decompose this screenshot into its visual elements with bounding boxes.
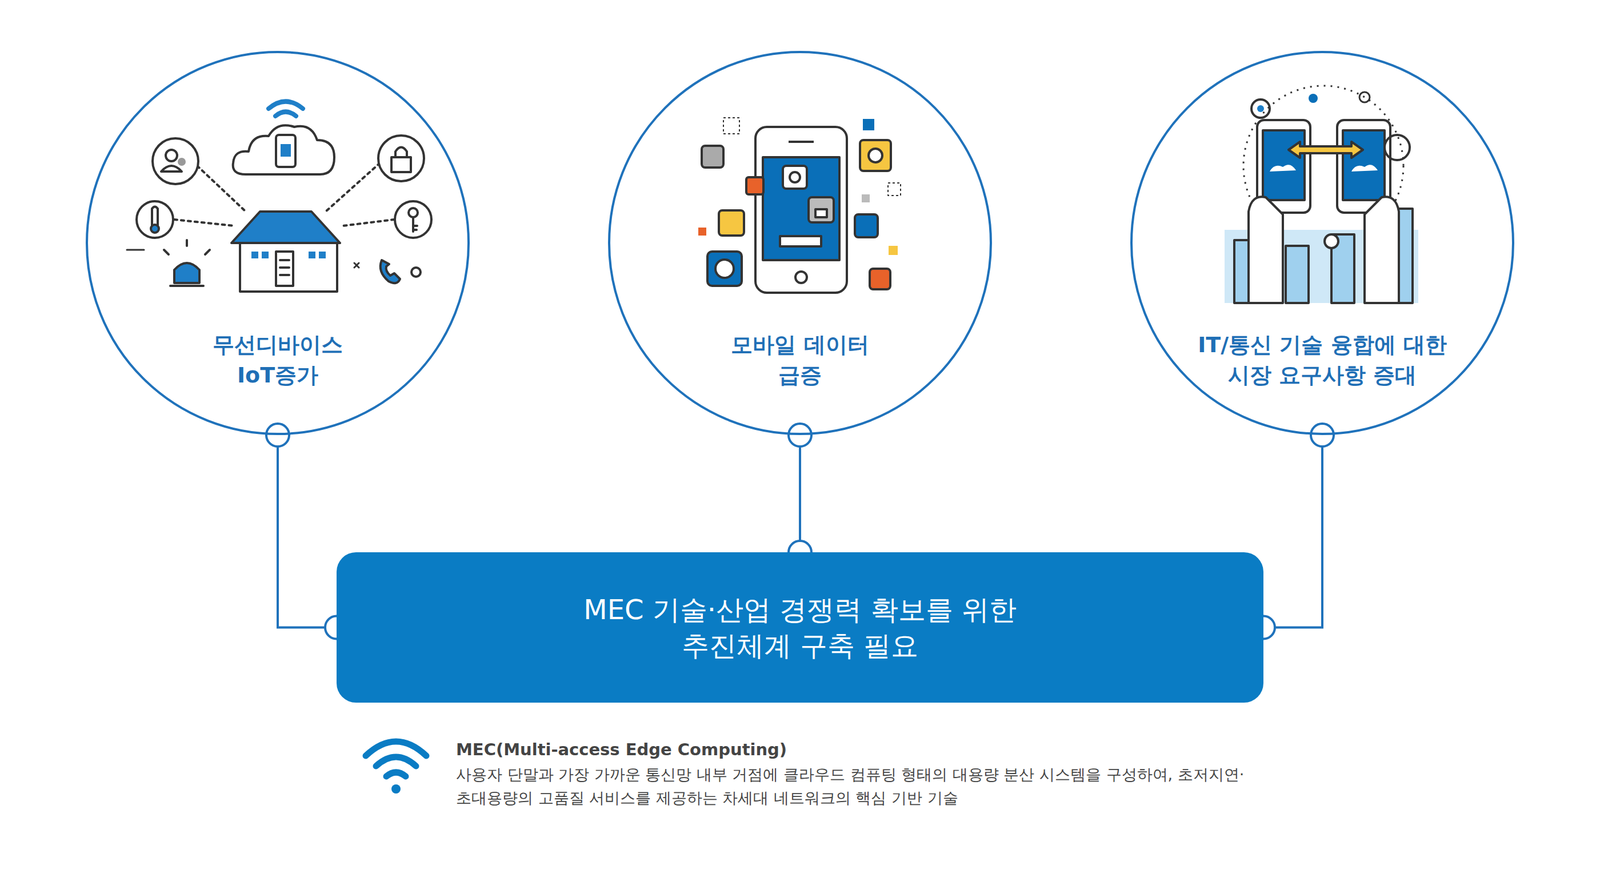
wifi-icon	[365, 741, 427, 794]
connector-line	[277, 434, 337, 628]
iot-illustration	[126, 101, 432, 292]
topic-circle: 모바일 데이터 급증	[608, 50, 992, 435]
topic-circle: 무선디바이스 IoT증가	[85, 50, 470, 435]
circle-border	[86, 52, 469, 434]
connector-dot	[788, 423, 812, 447]
connector-line	[798, 434, 802, 552]
conclusion-text: MEC 기술·산업 경쟁력 확보를 위한 추진체계 구축 필요	[542, 591, 1058, 663]
topic-text: IT/통신 기술 융합에 대한 시장 요구사항 증대	[1185, 329, 1460, 391]
topic-circle: IT/통신 기술 융합에 대한 시장 요구사항 증대	[1130, 50, 1515, 435]
connector-dot	[1310, 423, 1334, 447]
circle-border	[1131, 52, 1514, 434]
connector-dot	[266, 423, 290, 447]
topic-text: 무선디바이스 IoT증가	[192, 329, 364, 391]
conclusion-box: MEC 기술·산업 경쟁력 확보를 위한 추진체계 구축 필요	[336, 552, 1264, 703]
circle-border	[609, 52, 991, 434]
legend-description: 사용자 단말과 가장 가까운 통신망 내부 거점에 클라우드 컴퓨팅 형태의 대…	[456, 762, 1268, 810]
connector-line	[1263, 434, 1323, 628]
convergence-illustration	[1224, 85, 1419, 303]
topic-text: 모바일 데이터 급증	[725, 329, 875, 391]
mobile-data-illustration	[698, 117, 901, 293]
legend-heading: MEC(Multi-access Edge Computing)	[456, 737, 1314, 763]
